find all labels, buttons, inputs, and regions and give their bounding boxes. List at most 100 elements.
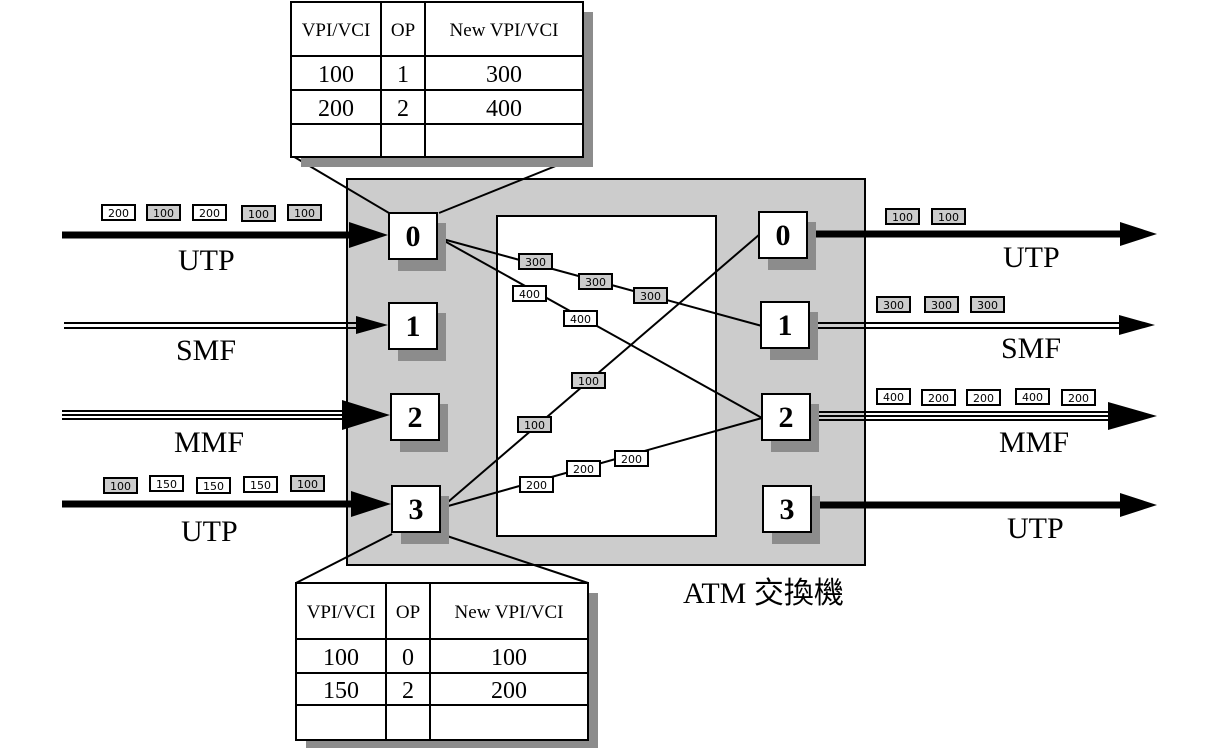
output-link-2-cell-label: 200 (1068, 392, 1089, 405)
output-link-2-arrow (1108, 402, 1157, 430)
input-link-1-arrow (356, 316, 388, 334)
output-link-3-label: UTP (1007, 512, 1064, 545)
output-link-2-cell: 200 (921, 389, 956, 406)
output-link-0-arrow (1120, 222, 1157, 246)
output-port-3: 3 (762, 485, 820, 544)
input-link-0-cell: 100 (287, 204, 322, 221)
input-link-3-cell-label: 150 (250, 479, 271, 492)
output-link-2-cell-box (921, 389, 956, 406)
routing-table-port-3-cell: 200 (491, 678, 527, 704)
routing-table-port-3-cell: 100 (491, 645, 527, 671)
fabric-cell-in0-out2-box (512, 285, 547, 302)
routing-table-port-0-cell: 2 (397, 96, 409, 122)
output-link-2-cell-box (1015, 388, 1050, 405)
input-link-3-cell-box (103, 477, 138, 494)
routing-table-port-3-header: OP (396, 602, 420, 623)
input-link-3-cell-box (196, 477, 231, 494)
routing-table-port-3-cell: 0 (402, 645, 414, 671)
fabric-cell-in3-out2: 200 (566, 460, 601, 477)
input-link-3-arrow (351, 491, 391, 517)
fabric-cell-in0-out1: 300 (633, 287, 668, 304)
input-port-1-number: 1 (406, 310, 421, 343)
output-port-1-box (760, 301, 810, 349)
input-link-0-cell-label: 100 (294, 207, 315, 220)
output-link-0-cell: 100 (885, 208, 920, 225)
output-link-1-cell-box (876, 296, 911, 313)
input-link-0-cell-box (101, 204, 136, 221)
output-link-2-cell: 400 (1015, 388, 1050, 405)
input-port-0: 0 (388, 212, 446, 271)
output-link-2-cell-box (876, 388, 911, 405)
output-link-2-cell-label: 400 (883, 391, 904, 404)
input-link-2-arrow (342, 400, 390, 430)
fabric-cell-in0-out2: 400 (512, 285, 547, 302)
routing-table-port-3-cell: 2 (402, 678, 414, 704)
fabric-cell-in0-out1: 300 (578, 273, 613, 290)
output-link-3-arrow (1120, 493, 1157, 517)
routing-table-port-0-frame (290, 1, 584, 158)
input-link-0-cell-label: 200 (199, 207, 220, 220)
input-link-0-cell-box (192, 204, 227, 221)
fabric-cell-in0-out2-label: 400 (570, 313, 591, 326)
routing-table-port-3-frame (295, 582, 589, 741)
callout-bottom-left (295, 533, 393, 584)
routing-table-port-0-header: VPI/VCI (302, 20, 371, 41)
output-link-2-cell-label: 400 (1022, 391, 1043, 404)
input-port-2-number: 2 (408, 401, 423, 434)
path-in0-out2 (438, 237, 763, 419)
output-link-1-cell: 300 (876, 296, 911, 313)
input-link-3-cell-label: 150 (203, 480, 224, 493)
routing-table-port-0-cell: 1 (397, 62, 409, 88)
output-port-3-box (762, 485, 812, 533)
output-port-3-number: 3 (780, 493, 795, 526)
fabric-cell-in3-out0-label: 100 (578, 375, 599, 388)
input-link-0-cell-label: 100 (153, 207, 174, 220)
input-link-3-cell: 150 (243, 476, 278, 493)
output-link-2-cell-label: 200 (928, 392, 949, 405)
switch-title: ATM 交換機 (683, 577, 844, 610)
output-port-0-box (758, 211, 808, 259)
output-link-2-label: MMF (999, 426, 1069, 459)
output-port-0: 0 (758, 211, 816, 270)
routing-table-port-0-cell: 300 (486, 62, 522, 88)
internal-paths (438, 233, 763, 509)
input-link-3-cell: 100 (290, 475, 325, 492)
input-port-0-number: 0 (406, 220, 421, 253)
input-port-3-number: 3 (409, 493, 424, 526)
output-link-2-cell-box (1061, 389, 1096, 406)
input-link-3-cell: 100 (103, 477, 138, 494)
fabric-cell-in0-out1-box (518, 253, 553, 270)
fabric-cell-in3-out0-box (571, 372, 606, 389)
input-link-0-cell: 100 (241, 205, 276, 222)
output-link-1-arrow (1119, 315, 1155, 335)
output-port-1-number: 1 (778, 309, 793, 342)
output-link-0-cell-label: 100 (892, 211, 913, 224)
path-in3-out0 (440, 233, 761, 509)
input-link-2-label: MMF (174, 426, 244, 459)
output-port-1: 1 (760, 301, 818, 360)
fabric-cell-in0-out2-box (563, 310, 598, 327)
routing-table-port-3-header: VPI/VCI (307, 602, 376, 623)
input-link-3-cell-box (290, 475, 325, 492)
fabric-cell-in3-out2-label: 200 (526, 479, 547, 492)
input-link-0-cell-box (287, 204, 322, 221)
fabric-cell-in3-out2-label: 200 (621, 453, 642, 466)
input-link-3-cell-box (149, 475, 184, 492)
input-port-3-box (391, 485, 441, 533)
input-link-3-cell: 150 (196, 477, 231, 494)
fabric-cell-in0-out1-label: 300 (640, 290, 661, 303)
input-port-1-box (388, 302, 438, 350)
fabric-cell-in3-out2: 200 (519, 476, 554, 493)
link-labels: UTP SMF MMF UTP UTP SMF MMF UTP ATM 交換機 (174, 241, 1069, 610)
output-link-0-cell-box (931, 208, 966, 225)
fabric-cell-in3-out2-box (566, 460, 601, 477)
fabric-cell-in3-out2-label: 200 (573, 463, 594, 476)
input-port-0-box (388, 212, 438, 260)
output-link-1-cell-box (924, 296, 959, 313)
input-port-2-box (390, 393, 440, 441)
output-link-1-cell-box (970, 296, 1005, 313)
input-link-0-cell-box (146, 204, 181, 221)
callout-bottom-right (440, 533, 589, 584)
